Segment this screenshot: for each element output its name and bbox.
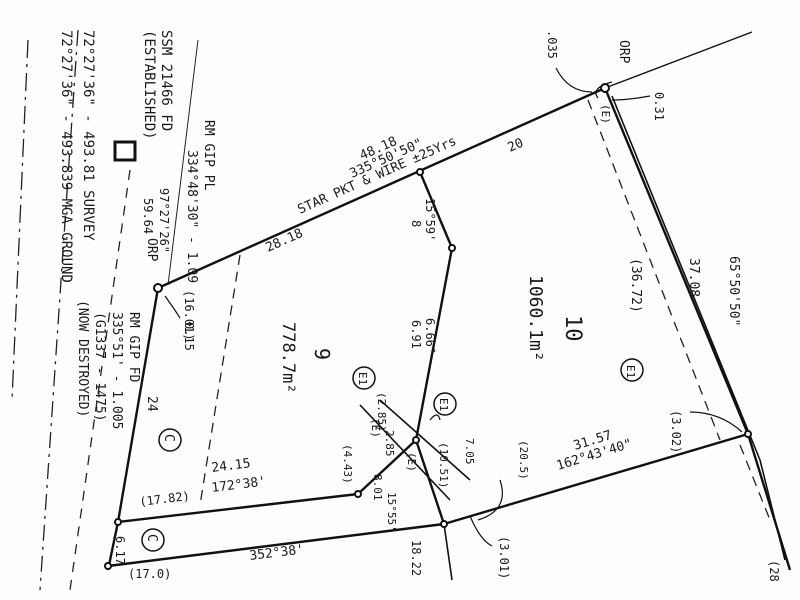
orp-left-label: ORP <box>144 238 159 262</box>
inner-bearing2: 6.66° <box>423 318 437 354</box>
orp-top-label: ORP <box>616 40 631 64</box>
bottom-dist: 24.15 <box>211 456 252 476</box>
rm-gip-fd-line2: 335°51' - 1.005 <box>109 312 124 429</box>
rm-gip-pl-bearing: 334°48'30" - 1.09 <box>184 150 199 283</box>
lot10-number: 10 <box>560 315 585 342</box>
road-centrelines <box>11 29 199 591</box>
tag-e-small2: (E) <box>405 452 418 472</box>
rm-gip-fd: RM GIP FD 335°51' - 1.005 (G1337 - 1475)… <box>75 300 141 429</box>
lot10-area: 1060.1m² <box>525 275 546 362</box>
val-1601: (16.01) <box>182 290 196 341</box>
tag-circles <box>141 358 644 552</box>
bottom-bearing: 172°38' <box>211 474 267 496</box>
c-tag-b: C <box>144 534 159 542</box>
lot9-number: 9 <box>310 348 334 360</box>
survey-note-line1: SSM 21466 FD <box>158 30 174 131</box>
inner-8: 8 <box>409 220 423 227</box>
val-801: 8.01 <box>371 474 384 501</box>
tag-e1-a: E1 <box>356 372 369 385</box>
rm-gip-pl-label: RM GIP PL <box>201 120 216 191</box>
val-302: (3.02) <box>669 410 683 453</box>
right-bearing: 65°50'50" <box>726 256 741 326</box>
val-015: 0.15 <box>182 322 196 351</box>
val-705: 7.05 <box>463 438 476 465</box>
survey-note: SSM 21466 FD (ESTABLISHED) 72°27'36" - 4… <box>58 30 174 283</box>
lot9-area: 778.7m² <box>278 322 298 394</box>
ssm-distance: 59.64 <box>141 198 155 234</box>
val-170: (17.0) <box>128 567 171 581</box>
val-285a: (2.85) <box>375 392 388 432</box>
secondary-lines <box>359 95 786 581</box>
survey-note-line3: 72°27'36" - 493.81 SURVEY <box>80 30 96 241</box>
val-301: (3.01) <box>497 536 511 579</box>
val-1822: 18.22 <box>409 540 423 576</box>
survey-note-line4: 72°27'36" - 493.839 MGA GROUND <box>58 30 74 283</box>
val-bearing-inner: 15°55' <box>385 492 398 532</box>
leader-lines <box>164 67 743 547</box>
tag-e-small: (E) <box>369 418 382 438</box>
val-1051: (10.51) <box>437 442 450 488</box>
inner-dist: 6.91 <box>409 320 423 349</box>
val-617: 6.17 <box>113 536 127 565</box>
val-143: (4.43) <box>341 444 354 484</box>
right-dist: 37.08 <box>686 258 701 297</box>
rm-gip-fd-line3: (G1337 - 1475) <box>92 312 107 422</box>
station-markers <box>104 83 752 570</box>
rm-gip-fd-line1: RM GIP FD <box>126 312 141 383</box>
survey-note-line2: (ESTABLISHED) <box>141 30 157 140</box>
right-dist-bracket: (36.72) <box>628 258 643 313</box>
inner-bearing: 15°59' <box>423 198 437 241</box>
e-tag-top: (E) <box>599 104 612 124</box>
tag-e1-c: E1 <box>624 365 637 378</box>
lot-boundaries <box>106 31 792 571</box>
val-1782: (17.82) <box>139 489 191 509</box>
val-24: 24 <box>144 396 159 412</box>
val-031: 0.31 <box>652 92 666 121</box>
bottom2-bearing: 352°38' <box>249 542 305 564</box>
val-285b: 2.85 <box>383 430 396 457</box>
tag-e1-b: E1 <box>437 398 450 411</box>
rm-gip-fd-line4: (NOW DESTROYED) <box>75 300 90 417</box>
top-035: .035 <box>545 30 559 59</box>
seg-20: 20 <box>506 136 526 156</box>
c-tag-a: C <box>161 434 176 442</box>
easement-lines <box>199 99 771 521</box>
val-2005: (20.5) <box>517 440 530 480</box>
survey-mark-square <box>113 140 137 162</box>
ssm-bearing: 97°27'26" <box>157 188 171 253</box>
val-28: (28 <box>767 560 781 582</box>
